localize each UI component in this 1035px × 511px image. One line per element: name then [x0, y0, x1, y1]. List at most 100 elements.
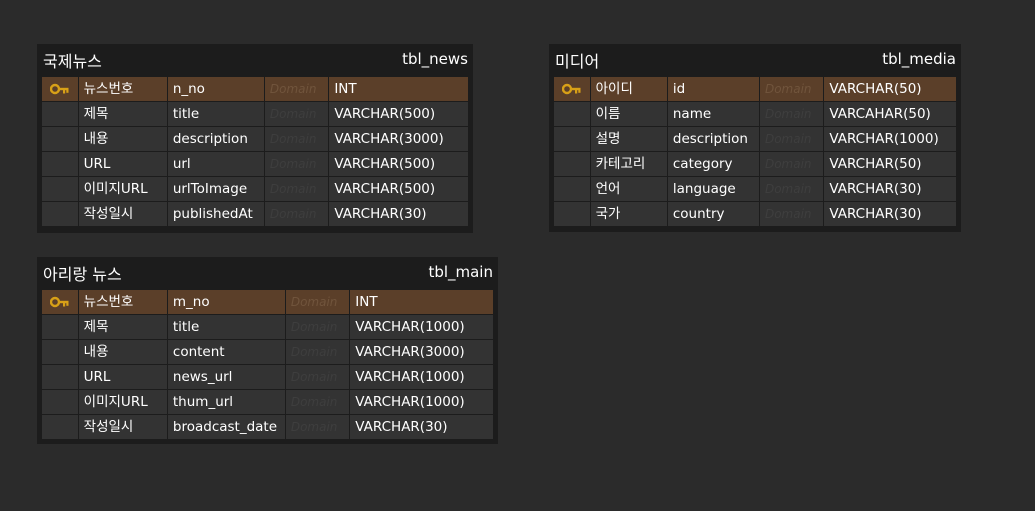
column-data-type: VARCHAR(3000) — [350, 340, 493, 364]
column-domain: Domain — [264, 102, 329, 126]
column-logical-name: 이름 — [590, 102, 667, 126]
column-data-type: VARCHAR(500) — [329, 152, 468, 176]
column-logical-name: 뉴스번호 — [78, 290, 167, 314]
column-logical-name: URL — [78, 365, 167, 389]
column-logical-name: 제목 — [78, 315, 167, 339]
column-physical-name: urlToImage — [167, 177, 264, 201]
key-cell — [554, 177, 590, 201]
column-data-type: VARCHAR(3000) — [329, 127, 468, 151]
key-icon — [49, 296, 70, 308]
key-icon — [561, 83, 582, 95]
entity-header: 미디어 tbl_media — [554, 44, 956, 77]
column-data-type: VARCHAR(500) — [329, 177, 468, 201]
key-cell — [42, 127, 78, 151]
column-domain: Domain — [759, 202, 824, 226]
column-domain: Domain — [285, 290, 350, 314]
column-logical-name: 아이디 — [590, 77, 667, 101]
column-logical-name: 뉴스번호 — [78, 77, 167, 101]
column-domain: Domain — [759, 177, 824, 201]
column-logical-name: 이미지URL — [78, 177, 167, 201]
column-physical-name: content — [167, 340, 285, 364]
column-logical-name: 내용 — [78, 340, 167, 364]
key-cell — [42, 340, 78, 364]
key-cell — [42, 202, 78, 226]
key-cell — [42, 77, 78, 101]
column-domain: Domain — [285, 390, 350, 414]
column-physical-name: description — [167, 127, 264, 151]
column-domain: Domain — [759, 127, 824, 151]
column-physical-name: m_no — [167, 290, 285, 314]
column-data-type: VARCHAR(30) — [824, 177, 956, 201]
key-cell — [554, 102, 590, 126]
column-physical-name: language — [667, 177, 759, 201]
column-logical-name: 작성일시 — [78, 202, 167, 226]
entity-logical-name: 아리랑 뉴스 — [43, 265, 122, 284]
key-cell — [554, 152, 590, 176]
column-physical-name: broadcast_date — [167, 415, 285, 439]
column-data-type: INT — [350, 290, 493, 314]
column-domain: Domain — [264, 177, 329, 201]
column-domain: Domain — [759, 152, 824, 176]
column-physical-name: name — [667, 102, 759, 126]
column-logical-name: 카테고리 — [590, 152, 667, 176]
entity-header: 아리랑 뉴스 tbl_main — [42, 257, 493, 290]
key-cell — [42, 290, 78, 314]
key-cell — [42, 390, 78, 414]
column-physical-name: news_url — [167, 365, 285, 389]
column-domain: Domain — [285, 365, 350, 389]
column-data-type: VARCHAR(30) — [329, 202, 468, 226]
column-domain: Domain — [264, 152, 329, 176]
column-logical-name: 제목 — [78, 102, 167, 126]
column-logical-name: 이미지URL — [78, 390, 167, 414]
column-domain: Domain — [285, 340, 350, 364]
column-data-type: VARCHAR(500) — [329, 102, 468, 126]
column-domain: Domain — [759, 77, 824, 101]
column-data-type: VARCHAR(1000) — [350, 365, 493, 389]
column-data-type: VARCHAR(30) — [824, 202, 956, 226]
key-cell — [42, 315, 78, 339]
column-physical-name: category — [667, 152, 759, 176]
key-cell — [554, 202, 590, 226]
column-physical-name: country — [667, 202, 759, 226]
entity-physical-name: tbl_main — [428, 263, 493, 281]
column-physical-name: id — [667, 77, 759, 101]
column-physical-name: title — [167, 102, 264, 126]
column-physical-name: description — [667, 127, 759, 151]
column-data-type: VARCHAR(50) — [824, 77, 956, 101]
column-domain: Domain — [759, 102, 824, 126]
column-physical-name: publishedAt — [167, 202, 264, 226]
column-data-type: VARCHAR(1000) — [350, 390, 493, 414]
column-physical-name: url — [167, 152, 264, 176]
key-cell — [42, 177, 78, 201]
column-domain: Domain — [285, 315, 350, 339]
entity-header: 국제뉴스 tbl_news — [42, 44, 468, 77]
key-cell — [554, 127, 590, 151]
column-logical-name: 국가 — [590, 202, 667, 226]
key-cell — [42, 415, 78, 439]
column-logical-name: 내용 — [78, 127, 167, 151]
column-logical-name: 언어 — [590, 177, 667, 201]
